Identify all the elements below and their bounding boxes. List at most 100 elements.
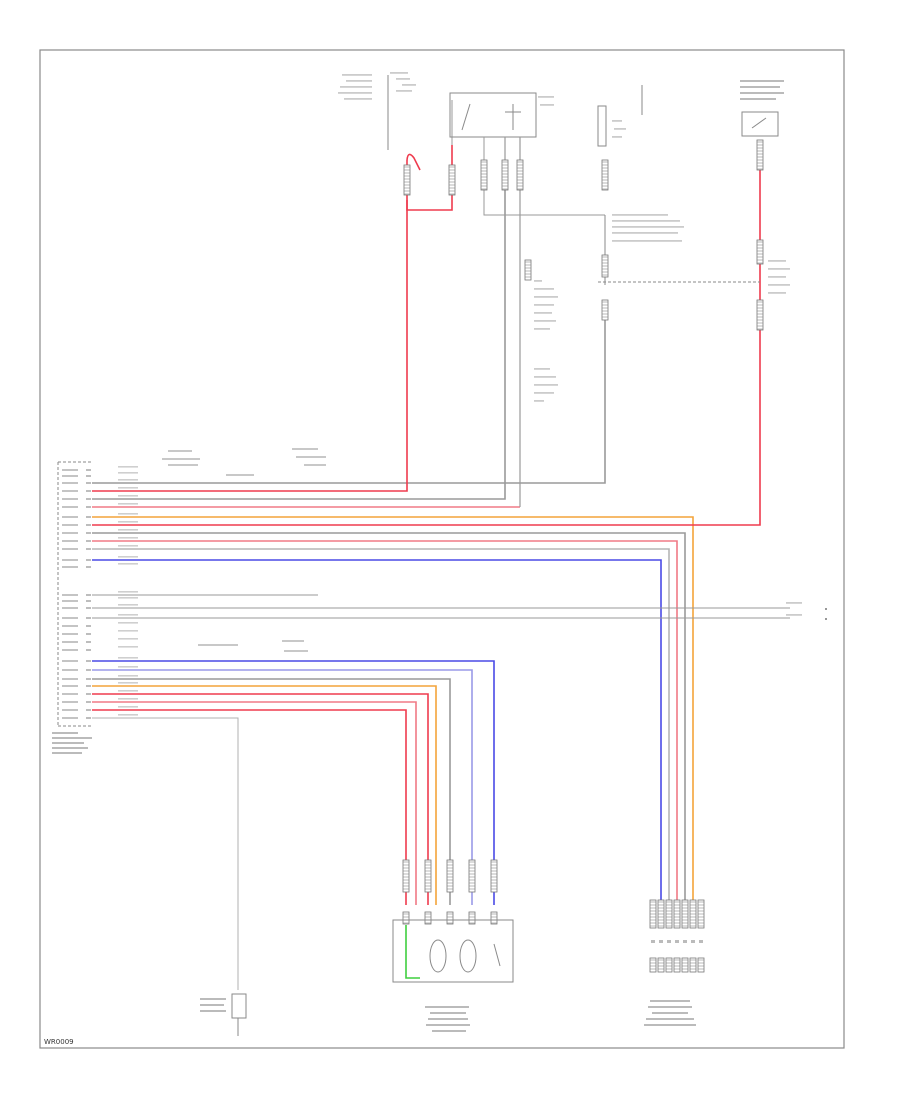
ecm-pin-number [86,660,91,662]
annotation-text [296,456,326,458]
wire-color-code [118,675,138,677]
annotation-text [534,328,550,330]
ecm-pin-label [62,607,78,609]
annotation-text [340,86,372,88]
wire-ecm-6 [92,140,761,526]
wire-color-code [118,714,138,716]
annotation-text [786,614,802,616]
wire-color-code [118,630,138,632]
diagram-frame [39,49,845,1049]
annotation-text [534,320,556,322]
ecm-pin-number [86,633,91,635]
annotation-text [282,640,304,642]
wire-color-code [118,521,138,523]
wire-color-code [118,563,138,565]
ecm-pin-label [62,532,78,534]
ecm-pin-number [86,540,91,542]
annotation-text [540,104,554,106]
ecm-pin-number [86,548,91,550]
wire-connector [673,899,681,929]
ecm-connector-block [52,461,92,754]
ecm-pin-label [62,559,78,561]
ecm-pin-number [86,594,91,596]
ecm-pin-label [62,490,78,492]
annotation-text [612,136,622,138]
wire-color-code [118,591,138,593]
wire-ecm-3 [92,180,506,500]
pedal-pin [691,940,695,943]
wire-ecm-1 [92,300,606,484]
ground-switch [200,993,247,1036]
wire-ecm-10 [92,559,662,905]
ecm-pin-ticks [62,469,91,719]
ecm-pin-label [62,482,78,484]
wire-connector [756,239,764,265]
wire-ecm-20 [92,709,407,905]
wire-connector [665,957,673,973]
ecm-pin-number [86,693,91,695]
ecm-pin-number [86,475,91,477]
pedal-pin [675,940,679,943]
wire-color-code [118,513,138,515]
annotation-text [534,384,558,386]
annotation-text [292,448,318,450]
wire-color-code [118,487,138,489]
wire-color-code [118,466,138,468]
wire-color-code [118,495,138,497]
wire-connector [657,957,665,973]
wire-connector [468,911,476,925]
wire-color-code [118,706,138,708]
wire-connector [601,254,609,278]
wire-ecm-7 [92,532,686,905]
wire-connector [601,299,609,321]
wire-color-code [118,545,138,547]
annotation-text [284,650,308,652]
ecm-pin-label [62,693,78,695]
pedal-pin [699,940,703,943]
ecm-pin-label [62,548,78,550]
ecm-pin-label [62,717,78,719]
ecm-pin-number [86,678,91,680]
relay-side-connector [597,105,760,285]
annotation-text [768,260,786,262]
pedal-pins [651,940,703,943]
ecm-pin-number [86,649,91,651]
ecm-pin-number [86,669,91,671]
wire-connector [601,159,609,191]
wire-connector [665,899,673,929]
annotation-text [198,644,238,646]
ecm-pin-label [62,641,78,643]
ecm-pin-number [86,717,91,719]
figure-code: WR0009 [44,1038,74,1046]
wire-ecm-5 [92,516,694,905]
ecm-pin-label [62,566,78,568]
ecm-pin-number [86,566,91,568]
wire-connector [490,911,498,925]
wire-connector [448,164,456,196]
pedal-pin [659,940,663,943]
brake-switch [740,80,784,137]
annotation-text [396,90,412,92]
wire-color-code [118,614,138,616]
ecm-pin-number [86,617,91,619]
ecm-pin-number [86,516,91,518]
annotation-text [534,296,558,298]
ecm-pin-number [86,625,91,627]
ecm-pin-number [86,506,91,508]
wire-connector [480,159,488,191]
annotation-text [168,464,198,466]
wire-color-code [118,638,138,640]
right-edge-terminators [825,608,827,620]
wire-color-code [118,472,138,474]
ecm-pin-label [62,660,78,662]
ecm-pin-number [86,498,91,500]
wire-ecm-14 [92,660,495,905]
wire-color-code [118,666,138,668]
wire-connector [689,899,697,929]
wire-ecm-8 [92,540,678,905]
wire-ecm-18 [92,693,429,905]
ecm-pin-label [62,678,78,680]
wire-ecm-17 [92,685,437,905]
annotation-text [534,368,550,370]
ecm-pin-label [62,669,78,671]
